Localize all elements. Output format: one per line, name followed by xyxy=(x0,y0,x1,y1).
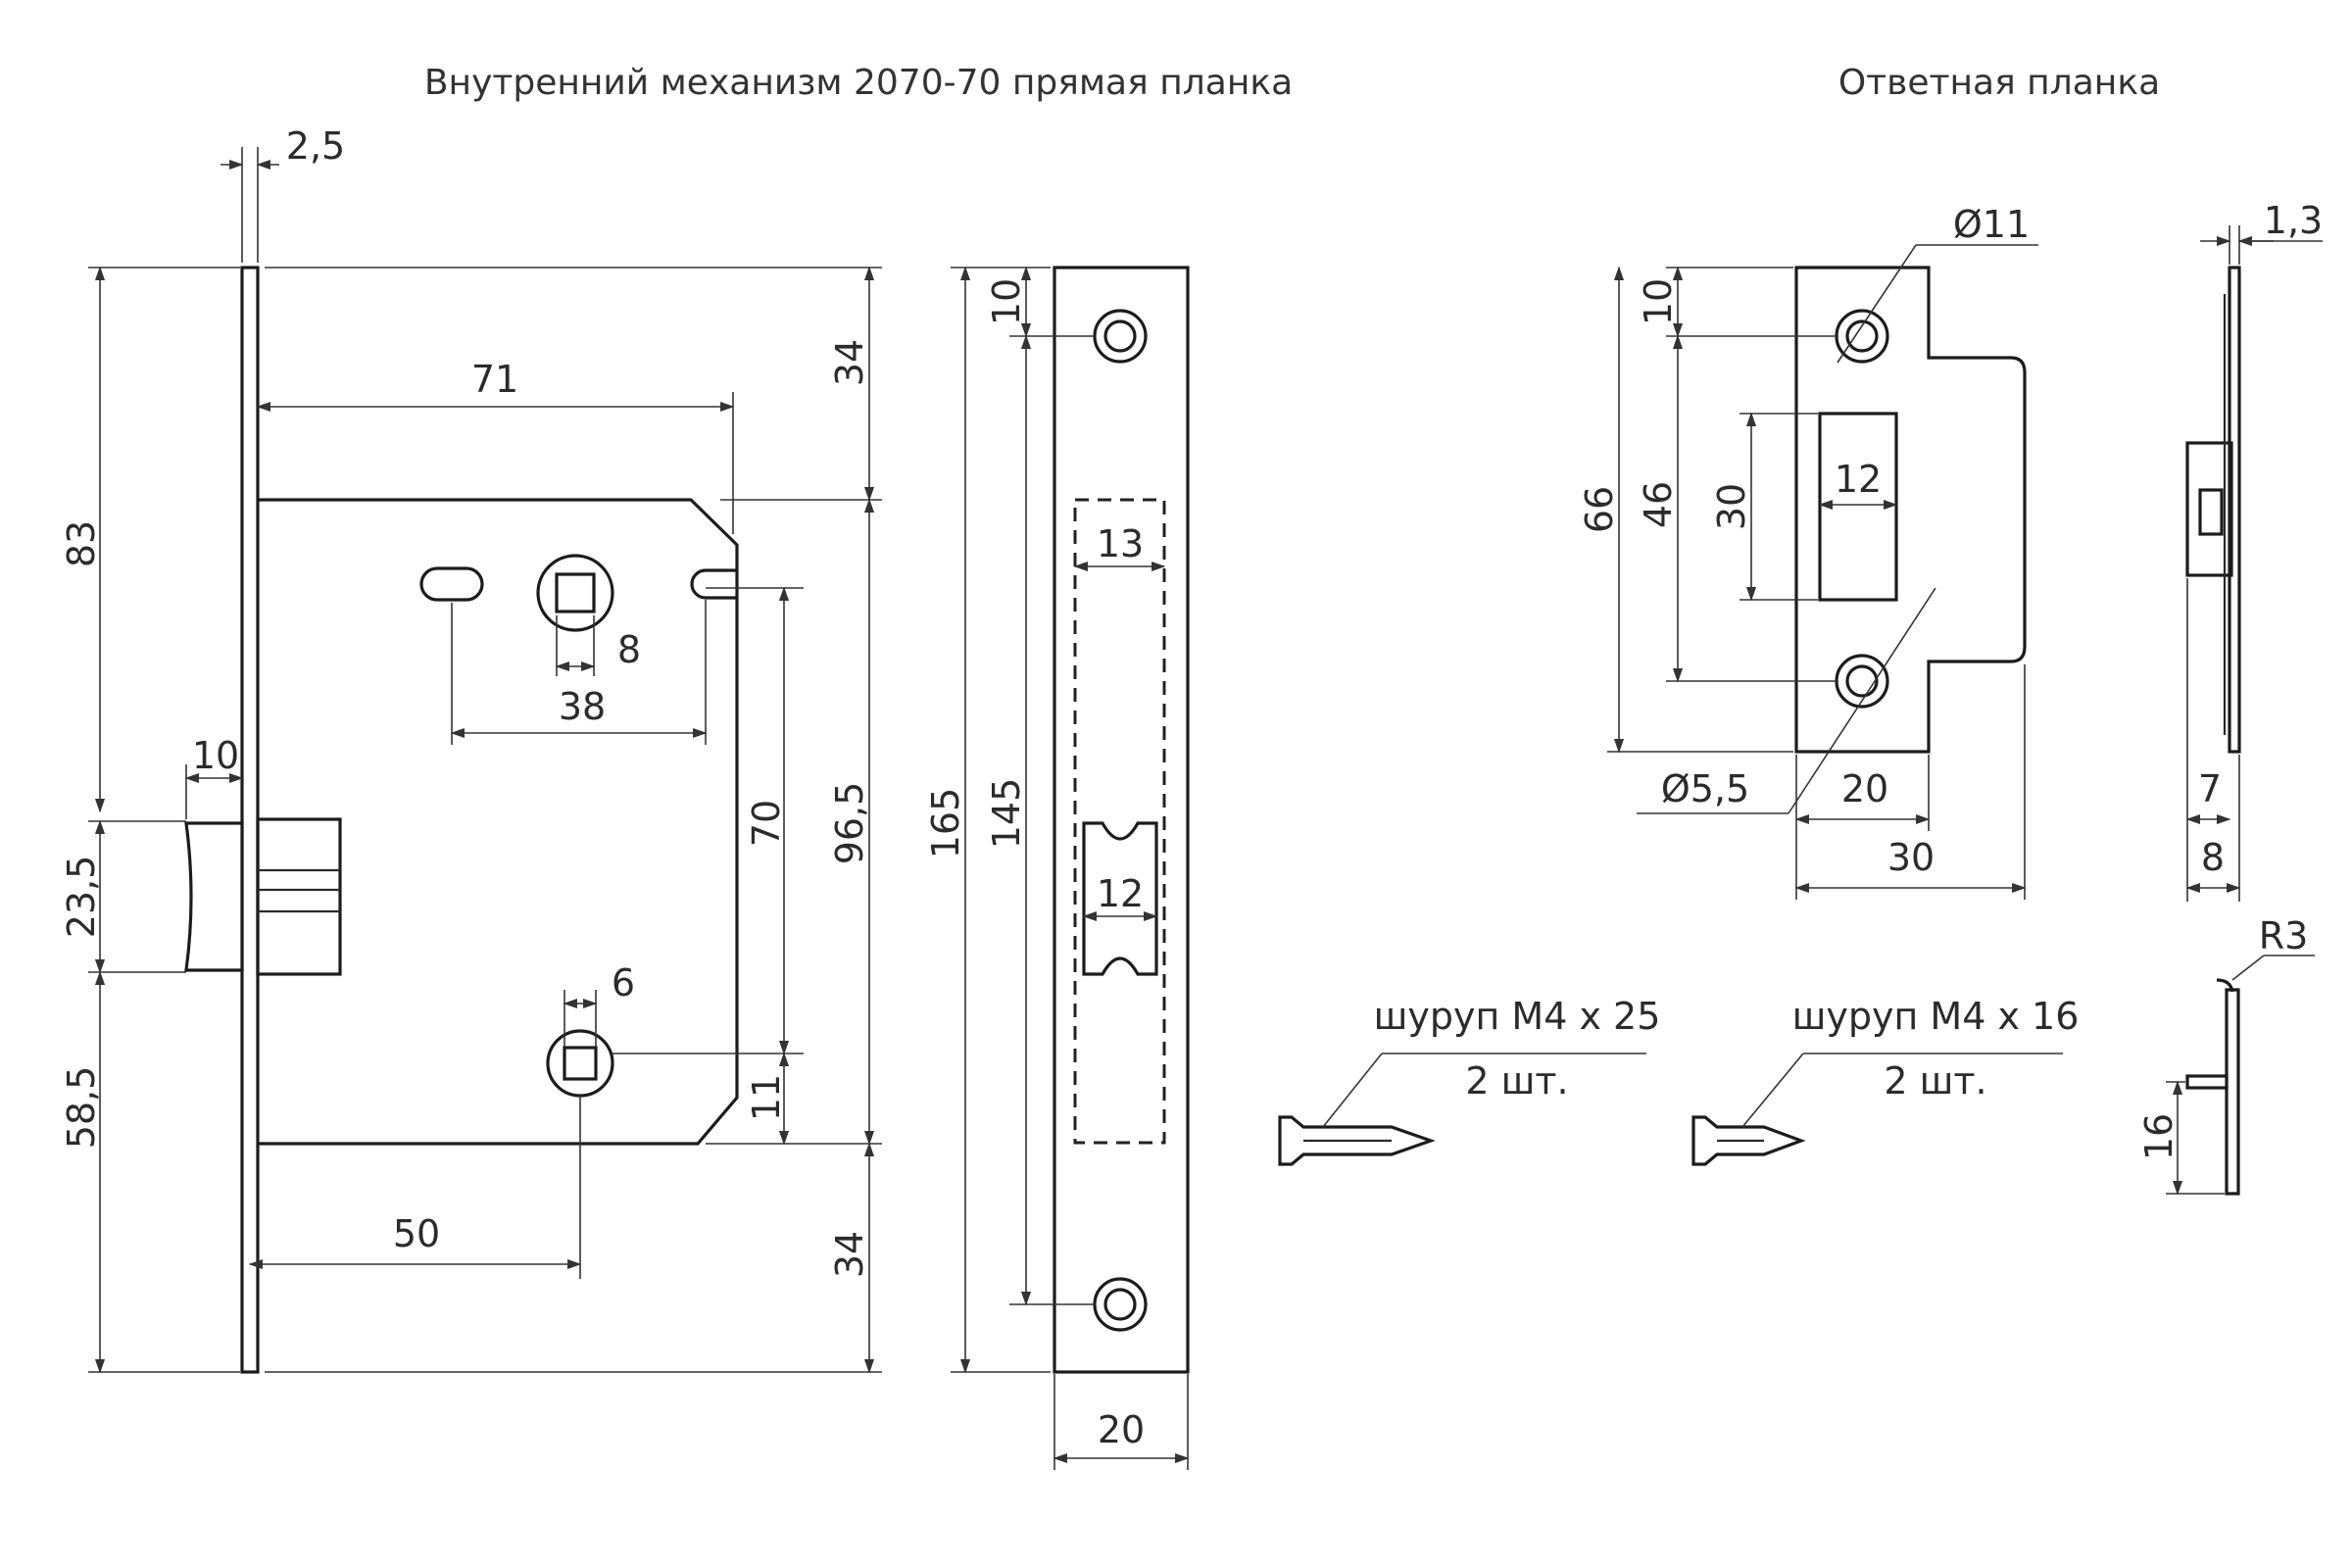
fixing-slot xyxy=(690,568,737,600)
dim-backset: 50 xyxy=(393,1212,440,1255)
dim-body-height: 96,5 xyxy=(828,782,871,865)
dim-bottom-gap: 11 xyxy=(745,1074,788,1121)
dim-flange: 16 xyxy=(2137,1113,2180,1160)
latch-block xyxy=(256,817,342,976)
dim-side-thickness: 1,3 xyxy=(2264,199,2323,242)
strike-plate-view xyxy=(1794,266,2027,754)
dim-bottom-offset: 34 xyxy=(828,1231,871,1278)
screw-long: шуруп М4 х 25 2 шт. xyxy=(1278,995,1661,1166)
dim-width-inner: 20 xyxy=(1841,767,1888,810)
slot-hole xyxy=(419,566,484,602)
dim-total-height: 165 xyxy=(924,788,967,859)
dim-strike-height: 66 xyxy=(1578,486,1621,533)
dim-strike-width: 30 xyxy=(1887,836,1935,879)
lower-square xyxy=(563,1046,598,1081)
mechanism-faceplate-edge xyxy=(240,266,260,1374)
side-plate xyxy=(2228,266,2241,754)
mechanism-front-view xyxy=(184,266,739,1374)
dim-radius: R3 xyxy=(2259,914,2309,957)
dim-depth-b: 8 xyxy=(2201,836,2225,879)
dim-latch-width: 12 xyxy=(1097,872,1144,915)
spindle-square xyxy=(555,572,596,613)
latch-bolt xyxy=(184,821,244,972)
dim-cutout-width: 13 xyxy=(1097,522,1144,565)
mechanism-dimensions: 2,5 83 23,5 58,5 10 71 34 96,5 34 xyxy=(60,124,882,1374)
screw-long-label: шуруп М4 х 25 xyxy=(1374,995,1661,1038)
dim-strike-top: 10 xyxy=(1637,278,1680,325)
screw-short-qty: 2 шт. xyxy=(1884,1059,1986,1102)
dim-plate-width: 20 xyxy=(1098,1408,1145,1451)
dim-depth-a: 7 xyxy=(2198,767,2222,810)
dim-span: 70 xyxy=(745,800,788,847)
dim-opening-width: 12 xyxy=(1835,458,1882,501)
dim-latch: 10 xyxy=(192,734,239,777)
spindle-hub xyxy=(536,554,614,632)
faceplate xyxy=(1053,266,1190,1374)
strike-profile-view: R3 16 xyxy=(2137,914,2315,1196)
strike-dimensions: Ø11 10 66 46 30 12 Ø5,5 20 30 xyxy=(1578,203,2038,900)
screw-long-qty: 2 шт. xyxy=(1465,1059,1568,1102)
dim-top-offset: 34 xyxy=(828,339,871,386)
faceplate-hole-top xyxy=(1093,309,1148,364)
dim-spindle: 8 xyxy=(617,628,641,671)
strike-opening xyxy=(1818,412,1898,602)
dim-width-body: 71 xyxy=(471,358,518,401)
l-profile xyxy=(2225,988,2240,1196)
dim-lower: 58,5 xyxy=(60,1066,103,1150)
dim-hole-spacing: 145 xyxy=(985,778,1028,850)
mechanism-case xyxy=(258,498,739,1146)
dim-spacing: 38 xyxy=(559,685,606,728)
faceplate-dimensions: 165 10 145 13 12 20 xyxy=(924,266,1190,1470)
screw-short-label: шуруп М4 х 16 xyxy=(1792,995,2080,1038)
strike-title: Ответная планка xyxy=(1838,63,2160,103)
strike-hole-bottom xyxy=(1835,654,1889,709)
dim-strike-holes: 46 xyxy=(1637,481,1680,528)
side-box xyxy=(2185,441,2233,577)
dim-latch-height: 23,5 xyxy=(60,856,103,939)
strike-plate xyxy=(1794,266,2027,754)
dim-strike-opening: 30 xyxy=(1710,483,1753,530)
screw-short: шуруп М4 х 16 2 шт. xyxy=(1691,995,2080,1166)
profile-flange xyxy=(2185,1074,2229,1090)
faceplate-cutout xyxy=(1073,498,1166,1145)
faceplate-hole-bottom xyxy=(1093,1277,1148,1332)
dim-thickness: 2,5 xyxy=(286,124,345,168)
mechanism-title: Внутренний механизм 2070-70 прямая планк… xyxy=(424,63,1293,103)
dim-screw-dia: Ø5,5 xyxy=(1661,767,1749,810)
dim-height-top: 83 xyxy=(60,520,103,567)
latch-opening xyxy=(1082,821,1158,976)
dim-cyl: 6 xyxy=(612,961,635,1004)
lower-hub xyxy=(546,1029,614,1098)
faceplate-view xyxy=(1053,266,1190,1374)
dim-hole-dia: Ø11 xyxy=(1953,203,2030,246)
side-dimensions: 1,3 7 8 xyxy=(2185,199,2323,902)
strike-side-view xyxy=(2185,266,2241,754)
dim-top-hole: 10 xyxy=(985,278,1028,325)
